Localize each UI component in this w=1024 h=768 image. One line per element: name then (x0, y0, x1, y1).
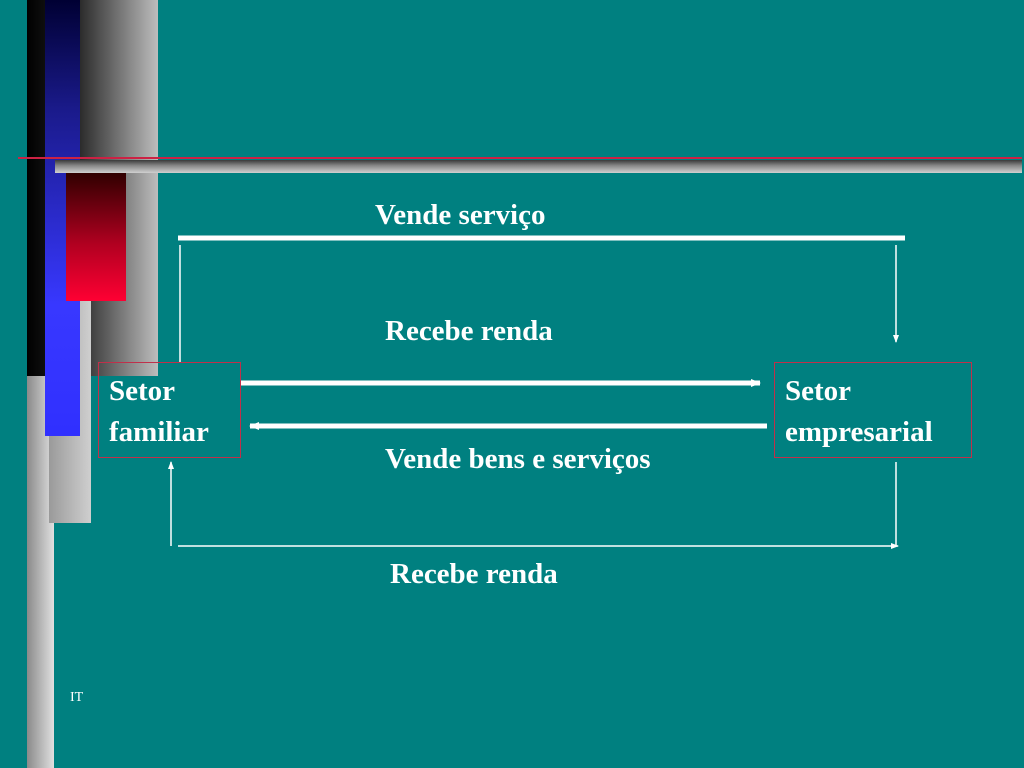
node-familiar-line1: Setor (109, 375, 176, 407)
node-familiar-line2: familiar (109, 416, 209, 448)
decor-grey-rule (55, 160, 1022, 173)
label-vende-servico: Vende serviço (375, 199, 546, 231)
node-empresarial-line1: Setor (785, 375, 852, 407)
label-recebe-renda-upper: Recebe renda (385, 315, 553, 347)
decor-red-block (66, 173, 126, 301)
label-vende-bens-servicos: Vende bens e serviços (385, 443, 651, 475)
node-setor-familiar: Setor familiar (98, 362, 241, 458)
decor-red-rule (18, 157, 1022, 159)
node-setor-empresarial: Setor empresarial (774, 362, 972, 458)
footer-text: IT (70, 690, 84, 705)
label-recebe-renda-lower: Recebe renda (390, 558, 558, 590)
node-empresarial-line2: empresarial (785, 416, 933, 448)
